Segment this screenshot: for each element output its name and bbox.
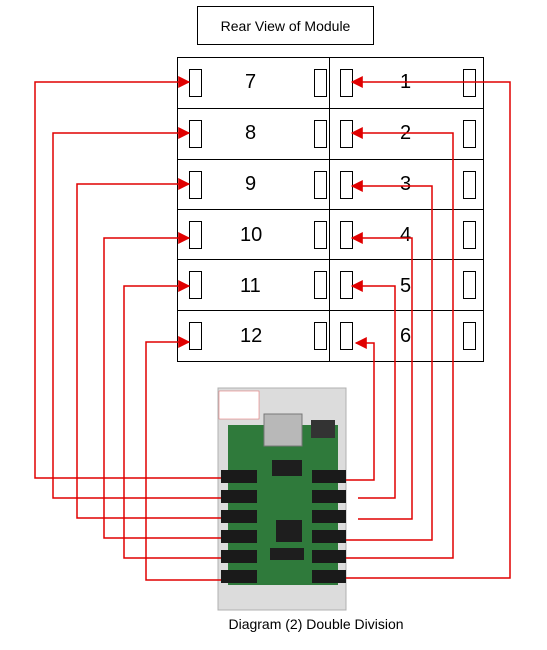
connector-slot: [314, 221, 327, 249]
wire-to-module-6: [346, 337, 375, 481]
board-connector: [312, 570, 346, 583]
wire-to-module-12: [145, 336, 221, 581]
connector-slot: [463, 322, 476, 350]
connector-slot: [463, 69, 476, 97]
module-number-6: 6: [400, 325, 412, 347]
connector-slot: [314, 271, 327, 299]
connector-slot: [340, 322, 353, 350]
diagram-title: Rear View of Module: [197, 6, 374, 45]
connector-slot: [189, 171, 202, 199]
diagram-caption: Diagram (2) Double Division: [228, 616, 404, 632]
connector-slot: [189, 69, 202, 97]
module-number-9: 9: [245, 173, 257, 195]
board-label-sticker: [218, 390, 260, 420]
connector-slot: [340, 120, 353, 148]
board-connector: [221, 470, 257, 483]
board-connector: [312, 470, 346, 483]
power-terminal: [311, 420, 335, 438]
wires-left: [34, 76, 221, 581]
chip: [272, 460, 302, 476]
board-connector: [221, 490, 257, 503]
module-number-7: 7: [245, 71, 257, 93]
wire-to-module-8: [52, 127, 221, 499]
board-connector: [221, 570, 257, 583]
module-number-12: 12: [240, 325, 263, 347]
connector-slot: [189, 120, 202, 148]
connector-slot: [463, 271, 476, 299]
wire-to-module-1: [346, 76, 511, 579]
connector-slot: [463, 171, 476, 199]
receiving-card-board: [217, 387, 347, 611]
wire-to-module-7: [34, 76, 221, 479]
connector-slot: [314, 69, 327, 97]
connector-slot: [463, 120, 476, 148]
module-number-5: 5: [400, 275, 412, 297]
connector-slot: [340, 171, 353, 199]
module-number-4: 4: [400, 224, 412, 246]
wire-to-module-11: [123, 280, 221, 559]
wire-to-module-3: [346, 180, 433, 541]
wires-right: [346, 76, 511, 579]
chip: [276, 520, 302, 542]
connector-slot: [340, 271, 353, 299]
connector-slot: [314, 120, 327, 148]
wire-to-module-10: [103, 232, 221, 539]
wire-to-module-4: [350, 232, 413, 520]
ethernet-port: [263, 413, 303, 447]
connector-slot: [189, 271, 202, 299]
board-connector: [312, 550, 346, 563]
board-connector: [221, 530, 257, 543]
connector-slot: [340, 221, 353, 249]
board-connector: [221, 510, 257, 523]
board-connector: [221, 550, 257, 563]
connector-slot: [189, 221, 202, 249]
wire-to-module-5: [350, 280, 396, 499]
board-connector: [312, 490, 346, 503]
module-number-11: 11: [240, 275, 261, 297]
chip: [270, 548, 304, 560]
module-number-10: 10: [240, 224, 263, 246]
connector-slot: [314, 322, 327, 350]
wire-to-module-2: [346, 127, 454, 559]
wire-to-module-9: [76, 178, 221, 519]
module-number-3: 3: [400, 173, 412, 195]
connector-slot: [189, 322, 202, 350]
module-grid: [177, 57, 484, 362]
diagram-title-text: Rear View of Module: [220, 17, 351, 34]
connector-slot: [463, 221, 476, 249]
connector-slot: [314, 171, 327, 199]
board-connector: [312, 510, 346, 523]
module-number-8: 8: [245, 122, 257, 144]
connector-slot: [340, 69, 353, 97]
board-connector: [312, 530, 346, 543]
